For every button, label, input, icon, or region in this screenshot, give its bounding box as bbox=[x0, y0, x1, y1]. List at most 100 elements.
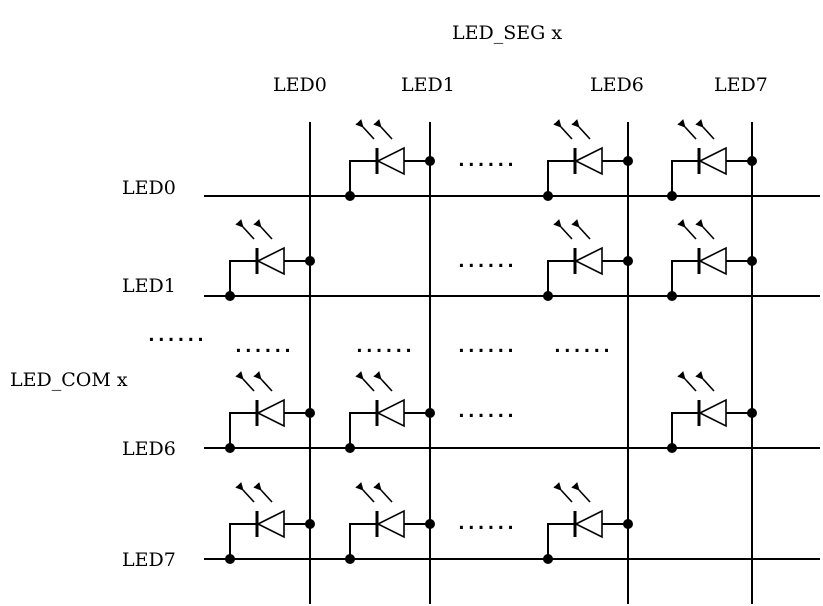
junction-dot bbox=[747, 408, 757, 418]
junction-dot bbox=[667, 191, 677, 201]
junction-dot bbox=[425, 156, 435, 166]
led-light-arrow bbox=[695, 371, 715, 392]
seg-col-label-led7: LED7 bbox=[714, 74, 768, 96]
led-light-arrow bbox=[553, 119, 573, 140]
seg-title: LED_SEG x bbox=[452, 22, 562, 44]
led-diode-symbol bbox=[574, 246, 603, 276]
led-cell bbox=[345, 119, 435, 201]
junction-dot bbox=[345, 443, 355, 453]
junction-dot bbox=[623, 156, 633, 166]
led-cell bbox=[543, 219, 633, 301]
led-light-arrow bbox=[373, 371, 393, 392]
led-light-arrow bbox=[677, 119, 697, 140]
led-light-arrow bbox=[695, 119, 715, 140]
led-light-arrow bbox=[355, 482, 375, 503]
led-diode-symbol bbox=[574, 146, 603, 176]
led-cell bbox=[225, 482, 315, 564]
led-diode-symbol bbox=[376, 509, 405, 539]
led-diode-symbol bbox=[574, 509, 603, 539]
led-diode-symbol bbox=[256, 398, 285, 428]
junction-dot bbox=[305, 408, 315, 418]
junction-dot bbox=[543, 291, 553, 301]
led-light-arrow bbox=[677, 371, 697, 392]
led-cathode-wire bbox=[349, 412, 377, 448]
led-cathode-wire bbox=[229, 523, 257, 559]
seg-col-label-led0: LED0 bbox=[273, 74, 327, 96]
led-diode-symbol bbox=[256, 246, 285, 276]
ellipsis-mid-col6: ...... bbox=[552, 336, 611, 357]
junction-dot bbox=[225, 443, 235, 453]
junction-dot bbox=[345, 191, 355, 201]
led-diode-symbol bbox=[698, 246, 727, 276]
led-light-arrow bbox=[235, 371, 255, 392]
ellipsis-mid-col1: ...... bbox=[354, 336, 413, 357]
junction-dot bbox=[667, 443, 677, 453]
junction-dot bbox=[623, 519, 633, 529]
led-light-arrow bbox=[571, 482, 591, 503]
led-cathode-wire bbox=[547, 260, 575, 296]
seg-col-label-led1: LED1 bbox=[401, 74, 455, 96]
led-cell bbox=[667, 371, 757, 453]
led-light-arrow bbox=[235, 482, 255, 503]
led-light-arrow bbox=[571, 219, 591, 240]
junction-dot bbox=[623, 256, 633, 266]
led-diode-symbol bbox=[376, 146, 405, 176]
led-cathode-wire bbox=[671, 160, 699, 196]
led-cell bbox=[543, 119, 633, 201]
com-lines bbox=[204, 195, 820, 560]
led-cells bbox=[225, 119, 757, 564]
led-cell bbox=[667, 119, 757, 201]
led-diode-symbol bbox=[698, 398, 727, 428]
ellipsis-mid-gap: ...... bbox=[456, 336, 515, 357]
led-light-arrow bbox=[553, 219, 573, 240]
ellipsis-row7: ...... bbox=[456, 513, 515, 534]
ellipsis-group: ...... ...... ...... ...... ...... .....… bbox=[146, 150, 612, 534]
ellipsis-mid-col0: ...... bbox=[233, 336, 292, 357]
led-diode-symbol bbox=[376, 398, 405, 428]
led-cathode-wire bbox=[671, 260, 699, 296]
com-row-label-led7: LED7 bbox=[122, 549, 176, 571]
com-row-label-led6: LED6 bbox=[122, 438, 176, 460]
led-diode-symbol bbox=[256, 509, 285, 539]
led-cell bbox=[667, 219, 757, 301]
led-cell bbox=[225, 219, 315, 301]
led-light-arrow bbox=[571, 119, 591, 140]
led-light-arrow bbox=[235, 219, 255, 240]
led-light-arrow bbox=[355, 119, 375, 140]
led-cell bbox=[345, 371, 435, 453]
led-light-arrow bbox=[695, 219, 715, 240]
junction-dot bbox=[667, 291, 677, 301]
led-light-arrow bbox=[253, 219, 273, 240]
led-light-arrow bbox=[355, 371, 375, 392]
led-cathode-wire bbox=[671, 412, 699, 448]
junction-dot bbox=[225, 554, 235, 564]
ellipsis-row6: ...... bbox=[456, 401, 515, 422]
led-cell bbox=[543, 482, 633, 564]
led-cathode-wire bbox=[229, 260, 257, 296]
junction-dot bbox=[345, 554, 355, 564]
led-light-arrow bbox=[553, 482, 573, 503]
led-cathode-wire bbox=[547, 160, 575, 196]
led-cathode-wire bbox=[547, 523, 575, 559]
junction-dot bbox=[225, 291, 235, 301]
junction-dot bbox=[305, 519, 315, 529]
led-light-arrow bbox=[373, 482, 393, 503]
led-light-arrow bbox=[253, 482, 273, 503]
junction-dot bbox=[747, 256, 757, 266]
led-light-arrow bbox=[373, 119, 393, 140]
led-light-arrow bbox=[253, 371, 273, 392]
com-title: LED_COM x bbox=[10, 369, 128, 391]
junction-dot bbox=[747, 156, 757, 166]
led-cell bbox=[345, 482, 435, 564]
led-light-arrow bbox=[677, 219, 697, 240]
led-diode-symbol bbox=[698, 146, 727, 176]
ellipsis-row1: ...... bbox=[456, 251, 515, 272]
led-cathode-wire bbox=[349, 523, 377, 559]
led-cathode-wire bbox=[349, 160, 377, 196]
seg-col-label-led6: LED6 bbox=[590, 74, 644, 96]
junction-dot bbox=[543, 554, 553, 564]
ellipsis-row0: ...... bbox=[456, 150, 515, 171]
com-row-label-led0: LED0 bbox=[122, 177, 176, 199]
junction-dot bbox=[305, 256, 315, 266]
